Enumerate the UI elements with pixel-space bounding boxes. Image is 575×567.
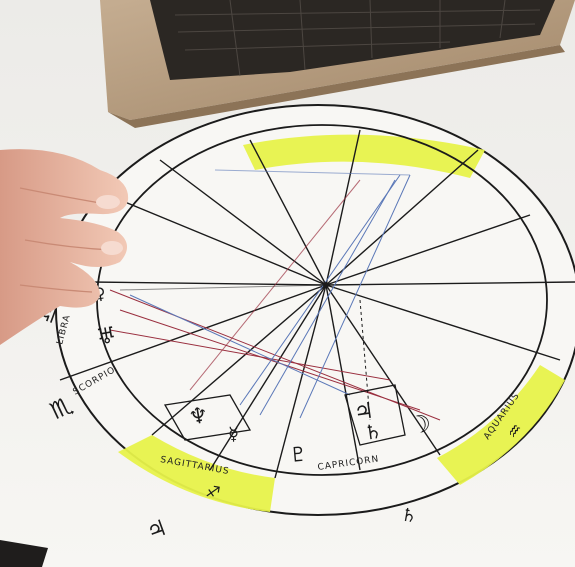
pluto-glyph: ♇ (288, 442, 308, 467)
chart-center (323, 282, 329, 288)
mercury-glyph: ☿ (228, 424, 239, 445)
chart-wheel (56, 105, 575, 515)
saturn-glyph: ♄ (362, 419, 383, 445)
